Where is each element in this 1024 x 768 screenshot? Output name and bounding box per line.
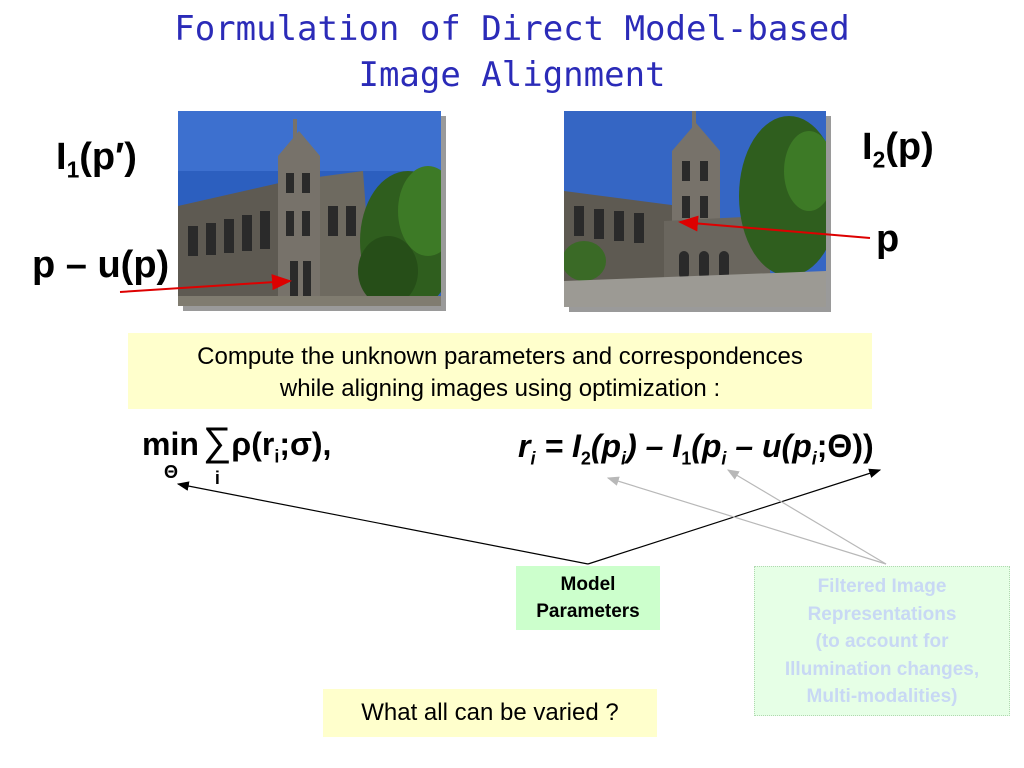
eq-sub-1: 1 [681,448,692,469]
sum-symbol: ∑ [202,420,232,464]
red-arrow-left [119,274,292,293]
residual-sub: i [530,448,536,469]
model-line-1: Model [560,574,616,595]
eq-sub-i1: i [621,448,627,469]
rho-subscript: i [274,446,280,467]
eq-sub-i2: i [721,448,727,469]
model-arrow-to-theta [176,481,589,565]
i1-base: I [56,136,67,178]
label-p-minus-u: p – u(p) [32,244,170,286]
filtered-arrow-to-i1 [726,469,887,565]
description-line-1: Compute the unknown parameters and corre… [197,343,803,370]
filtered-arrow-to-i2 [606,476,887,565]
filtered-line-5: Multi-modalities) [806,686,958,707]
objective-equation: min Θ ∑ i ρ(ri;σ), [142,420,332,488]
i2-sub: 2 [872,146,886,173]
i2-base: I [862,126,873,168]
eq-part-2: (p [590,428,622,464]
title-line-1: Formulation of Direct Model-based [174,9,850,49]
residual-equation: ri = I2(pi) – I1(pi – u(pi;Θ)) [518,428,874,469]
eq-part-4: (p [691,428,722,464]
right-building-photo [564,111,826,307]
description-line-2: while aligning images using optimization… [279,375,721,402]
red-arrow-right [678,215,871,239]
filtered-line-3: (to account for [815,631,949,652]
filtered-line-2: Representations [807,603,957,625]
sum-index: i [214,468,220,488]
filtered-line-1: Filtered Image [817,576,947,597]
label-i2-p: I2(p) [862,126,934,174]
eq-part-3: ) – I [626,428,682,464]
question-box: What all can be varied ? [323,689,657,737]
filtered-line-4: Illumination changes, [784,658,980,680]
filtered-image-box: Filtered Image Representations (to accou… [754,566,1010,716]
i2-arg: (p) [885,126,934,168]
slide-title: Formulation of Direct Model-based Image … [0,6,1024,98]
description-box: Compute the unknown parameters and corre… [128,333,872,409]
eq-part-6: ;Θ)) [816,428,874,464]
left-building-photo [178,111,441,306]
rho-rest: ;σ), [279,426,332,462]
i1-arg: (p′) [79,136,137,178]
label-i1-p-prime: I1(p′) [56,136,137,184]
rho-text: ρ(r [231,426,275,462]
min-text: min [142,426,199,462]
model-line-2: Parameters [536,601,640,622]
residual-r: r [518,428,531,464]
label-p: p [876,218,900,260]
eq-sub-i3: i [811,448,817,469]
model-parameters-box: Model Parameters [516,566,660,630]
title-line-2: Image Alignment [358,55,666,95]
eq-sub-2: 2 [580,448,591,469]
i1-sub: 1 [66,156,80,183]
theta-subscript: Θ [164,462,179,482]
eq-part-5: – u(p [726,428,812,464]
eq-part-1: = I [535,428,581,464]
